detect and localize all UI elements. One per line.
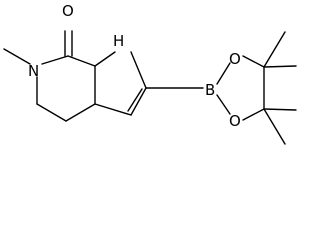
atom-label-carbonyl-oxygen: O (62, 2, 74, 20)
bond-o-top-to-c (242, 55, 265, 68)
bond-ch2-to-ch2 (36, 103, 67, 122)
molecule-structure-diagram: O N H B O O (3, 2, 297, 145)
bond-ch2-to-c3a (65, 103, 96, 122)
bond-c2-c3-inner-double (127, 88, 143, 112)
bond-methyl-top-1 (263, 31, 286, 68)
bond-o-bottom-to-c (242, 108, 265, 121)
bond-n-methyl (3, 48, 31, 65)
bond-carbonyl-to-c7a (67, 55, 96, 67)
bond-carbonyl-to-n (41, 55, 69, 65)
atom-label-boronate-oxygen-bottom: O (229, 112, 241, 130)
bond-methyl-bottom-1 (263, 108, 297, 111)
bond-boron-to-o-top (216, 62, 231, 85)
atom-label-ring-nitrogen: N (28, 62, 39, 80)
bond-c7a-to-nh (94, 51, 116, 67)
atom-label-boronate-oxygen-top: O (229, 50, 241, 68)
atom-label-boron: B (205, 81, 215, 99)
bond-lines (3, 30, 297, 145)
atom-labels: O N H B O O (28, 2, 241, 130)
bond-c3-to-c3a (94, 103, 132, 116)
bond-nh-to-c2 (130, 51, 147, 89)
bond-c2-to-c3 (130, 87, 147, 116)
bond-methyl-top-2 (263, 65, 297, 68)
atom-label-pyrrole-hydrogen: H (113, 32, 124, 50)
bond-methyl-bottom-2 (263, 108, 286, 145)
bond-boron-to-o-bottom (216, 94, 231, 115)
